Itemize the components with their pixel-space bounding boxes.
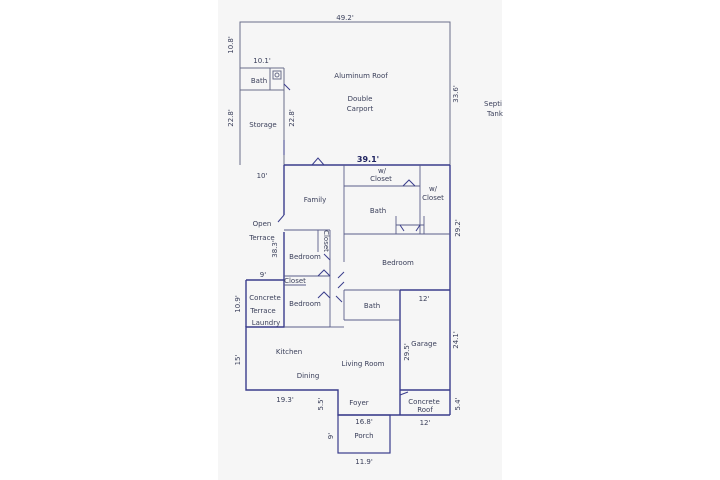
house-walls: [245, 164, 451, 416]
label-bath-low: Bath: [364, 302, 380, 310]
dim-24-1: 24.1': [452, 331, 460, 349]
label-bath-mid: Bath: [370, 207, 386, 215]
label-septic-1: Septi: [484, 100, 502, 108]
label-concrete-terrace: Terrace: [249, 307, 275, 315]
dim-38-3: 38.3': [271, 240, 279, 258]
label-terrace: Terrace: [248, 234, 274, 242]
dim-10-1: 10.1': [253, 57, 271, 65]
label-concrete: Concrete: [249, 294, 281, 302]
label-concrete-roof-1: Concrete: [408, 398, 440, 406]
dim-49-2: 49.2': [336, 14, 354, 22]
label-double: Double: [348, 95, 373, 103]
label-living-room: Living Room: [342, 360, 385, 368]
dim-15: 15': [234, 355, 242, 366]
dim-5-5: 5.5': [317, 397, 325, 410]
dim-9: 9': [260, 271, 266, 279]
dimension-labels: 49.2' 10.8' 10.1' 22.8' 22.8' 33.6' 39.1…: [227, 14, 462, 466]
label-carport: Carport: [347, 105, 374, 113]
room-labels: Aluminum Roof Double Carport Bath Storag…: [248, 72, 504, 440]
label-bedroom-large: Bedroom: [382, 259, 414, 267]
dim-16-8: 16.8': [355, 418, 373, 426]
label-garage: Garage: [411, 340, 437, 348]
dim-12-top: 12': [419, 295, 430, 303]
label-wcloset-2a: w/: [429, 185, 438, 193]
dim-33-6: 33.6': [452, 85, 460, 103]
dim-22-8-left: 22.8': [227, 109, 235, 127]
label-bedroom-b: Bedroom: [289, 300, 321, 308]
dim-19-3: 19.3': [276, 396, 294, 404]
interior-walls: [284, 165, 450, 328]
dim-29-5: 29.5': [403, 343, 411, 361]
dim-9-porch: 9': [327, 433, 335, 439]
label-wcloset-2b: Closet: [422, 194, 444, 202]
label-bath-top: Bath: [251, 77, 267, 85]
label-open: Open: [253, 220, 272, 228]
dim-12-bottom: 12': [420, 419, 431, 427]
label-closet-vertical: Closet: [322, 230, 330, 252]
dim-5-4: 5.4': [454, 397, 462, 410]
label-wcloset-1b: Closet: [370, 175, 392, 183]
label-concrete-roof-2: Roof: [417, 406, 433, 414]
dim-29-2: 29.2': [454, 219, 462, 237]
porch-walls: [337, 414, 391, 454]
label-kitchen: Kitchen: [276, 348, 302, 356]
dim-22-8-inner: 22.8': [288, 109, 296, 127]
label-dining: Dining: [297, 372, 320, 380]
door-swings: [277, 83, 421, 396]
label-storage: Storage: [249, 121, 276, 129]
dim-10-9: 10.9': [234, 295, 242, 313]
label-septic-2: Tank: [486, 110, 504, 118]
label-porch: Porch: [354, 432, 373, 440]
dim-11-9: 11.9': [355, 458, 373, 466]
dim-39-1: 39.1': [357, 155, 379, 164]
label-foyer: Foyer: [349, 399, 369, 407]
label-closet-horizontal: Closet: [284, 277, 306, 285]
carport-walls: [239, 21, 451, 165]
dim-10-8: 10.8': [227, 36, 235, 54]
label-family: Family: [304, 196, 327, 204]
label-laundry: Laundry: [252, 319, 281, 327]
plan-sheet: [218, 0, 502, 480]
label-bedroom-a: Bedroom: [289, 253, 321, 261]
label-wcloset-1a: w/: [378, 167, 387, 175]
dim-10: 10': [257, 172, 268, 180]
label-aluminum-roof: Aluminum Roof: [334, 72, 388, 80]
